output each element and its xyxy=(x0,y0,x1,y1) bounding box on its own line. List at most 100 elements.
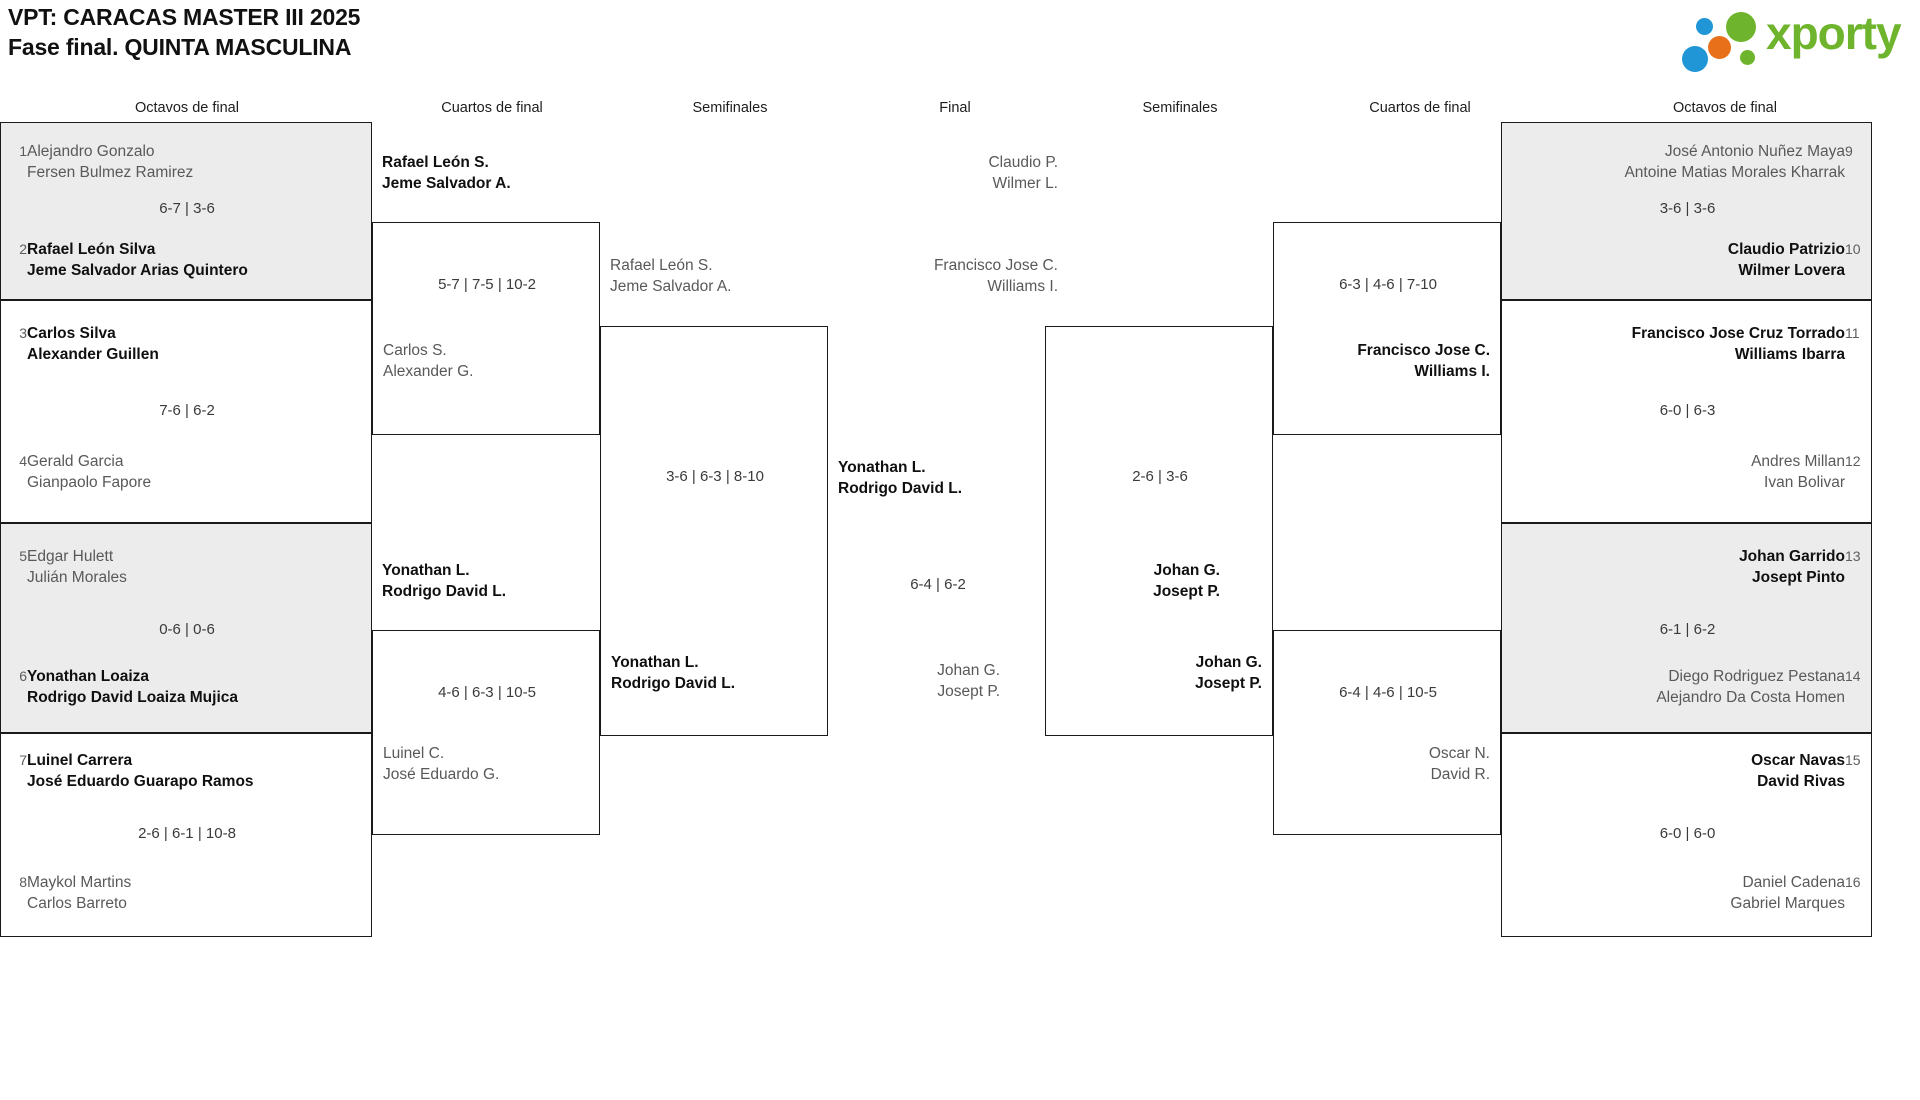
round-header-right-qf: Cuartos de final xyxy=(1369,100,1471,116)
team-names: Edgar Hulett Julián Morales xyxy=(27,548,127,586)
logo-dot-blue-large-icon xyxy=(1682,46,1708,72)
match-left-r16-2[interactable]: 3 Carlos Silva Alexander Guillen 7-6 | 6… xyxy=(0,300,372,523)
team-names: Francisco Jose Cruz Torrado Williams Iba… xyxy=(1631,325,1845,363)
qf-left-2-winner-label: Yonathan L. Rodrigo David L. xyxy=(382,562,506,600)
match-left-r16-3[interactable]: 5 Edgar Hulett Julián Morales 0-6 | 0-6 … xyxy=(0,523,372,733)
round-header-right-r16: Octavos de final xyxy=(1673,100,1777,116)
match-right-r16-1[interactable]: 9 José Antonio Nuñez Maya Antoine Matias… xyxy=(1501,122,1872,300)
team-seed-14: 14 Diego Rodriguez Pestana Alejandro Da … xyxy=(1656,666,1860,708)
team-seed-6: 6 Yonathan Loaiza Rodrigo David Loaiza M… xyxy=(19,666,238,708)
match-score: 6-0 | 6-0 xyxy=(1659,825,1716,842)
match-score: 5-7 | 7-5 | 10-2 xyxy=(438,276,536,293)
seed-number: 8 xyxy=(19,874,27,890)
sf-right-bottom-label: Johan G. Josept P. xyxy=(1195,654,1262,692)
team-names: Gerald Garcia Gianpaolo Fapore xyxy=(27,453,152,491)
match-score: 6-3 | 4-6 | 7-10 xyxy=(1339,276,1437,293)
team-seed-12: 12 Andres Millan Ivan Bolivar xyxy=(1751,451,1860,493)
match-right-r16-4[interactable]: 15 Oscar Navas David Rivas 6-0 | 6-0 16 … xyxy=(1501,733,1872,937)
team-seed-9: 9 José Antonio Nuñez Maya Antoine Matias… xyxy=(1624,141,1852,183)
match-right-sf[interactable]: 2-6 | 3-6 Johan G. Josept P. xyxy=(1045,326,1273,736)
team-seed-10: 10 Claudio Patrizio Wilmer Lovera xyxy=(1727,239,1861,281)
seed-number: 13 xyxy=(1845,548,1861,564)
sf-right-top-label: Francisco Jose C. Williams I. xyxy=(933,257,1058,295)
team-names: Johan Garrido Josept Pinto xyxy=(1739,548,1845,586)
seed-number: 7 xyxy=(19,752,27,768)
logo-dot-green-large-icon xyxy=(1726,12,1756,42)
team-seed-7: 7 Luinel Carrera José Eduardo Guarapo Ra… xyxy=(19,750,254,792)
team-seed-2: 2 Rafael León Silva Jeme Salvador Arias … xyxy=(19,239,248,281)
match-score: 2-6 | 6-1 | 10-8 xyxy=(138,825,236,842)
qf-left-1-loser-label: Carlos S. Alexander G. xyxy=(383,342,474,380)
round-header-left-r16: Octavos de final xyxy=(135,100,239,116)
team-names: Yonathan Loaiza Rodrigo David Loaiza Muj… xyxy=(27,668,238,706)
team-names: Claudio Patrizio Wilmer Lovera xyxy=(1727,241,1845,279)
logo-wordmark: xporty xyxy=(1766,7,1902,59)
round-header-final: Final xyxy=(939,100,971,116)
match-score: 6-4 | 4-6 | 10-5 xyxy=(1339,684,1437,701)
seed-number: 12 xyxy=(1845,453,1861,469)
team-seed-1: 1 Alejandro Gonzalo Fersen Bulmez Ramire… xyxy=(19,141,194,183)
team-seed-3: 3 Carlos Silva Alexander Guillen xyxy=(19,323,159,365)
seed-number: 15 xyxy=(1845,752,1861,768)
team-names: Luinel Carrera José Eduardo Guarapo Ramo… xyxy=(27,752,254,790)
match-score: 7-6 | 6-2 xyxy=(159,402,215,419)
logo-dot-blue-small-icon xyxy=(1696,18,1713,35)
seed-number: 11 xyxy=(1845,325,1860,341)
team-seed-15: 15 Oscar Navas David Rivas xyxy=(1751,750,1861,792)
qf-left-2-loser-label: Luinel C. José Eduardo G. xyxy=(383,745,500,783)
match-right-r16-2[interactable]: 11 Francisco Jose Cruz Torrado Williams … xyxy=(1501,300,1872,523)
seed-number: 2 xyxy=(19,241,27,257)
seed-number: 5 xyxy=(19,548,27,564)
team-names: Oscar Navas David Rivas xyxy=(1751,752,1845,790)
match-score: 6-0 | 6-3 xyxy=(1659,402,1716,419)
team-names: Daniel Cadena Gabriel Marques xyxy=(1730,874,1845,912)
final-bottom-label: Johan G. Josept P. xyxy=(937,662,1000,700)
tournament-subtitle: Fase final. QUINTA MASCULINA xyxy=(8,34,352,60)
seed-number: 9 xyxy=(1845,143,1853,159)
match-left-qf-2[interactable]: 4-6 | 6-3 | 10-5 Luinel C. José Eduardo … xyxy=(372,630,600,835)
match-score: 0-6 | 0-6 xyxy=(159,621,215,638)
match-right-r16-3[interactable]: 13 Johan Garrido Josept Pinto 6-1 | 6-2 … xyxy=(1501,523,1872,733)
match-score: 3-6 | 3-6 xyxy=(1659,200,1716,217)
team-seed-16: 16 Daniel Cadena Gabriel Marques xyxy=(1730,872,1860,914)
match-left-r16-4[interactable]: 7 Luinel Carrera José Eduardo Guarapo Ra… xyxy=(0,733,372,937)
seed-number: 14 xyxy=(1845,668,1861,684)
match-right-qf-2[interactable]: 6-4 | 4-6 | 10-5 Oscar N. David R. xyxy=(1273,630,1501,835)
page-title: VPT: CARACAS MASTER III 2025 Fase final.… xyxy=(8,2,360,62)
match-score: 4-6 | 6-3 | 10-5 xyxy=(438,684,536,701)
team-names: Diego Rodriguez Pestana Alejandro Da Cos… xyxy=(1656,668,1845,706)
sf-left-bottom-label: Yonathan L. Rodrigo David L. xyxy=(611,654,735,692)
xporty-logo: xporty xyxy=(1678,6,1910,72)
match-left-r16-1[interactable]: 1 Alejandro Gonzalo Fersen Bulmez Ramire… xyxy=(0,122,372,300)
team-names: Carlos Silva Alexander Guillen xyxy=(27,325,159,363)
seed-number: 6 xyxy=(19,668,27,684)
team-names: Alejandro Gonzalo Fersen Bulmez Ramirez xyxy=(27,143,194,181)
match-score: 2-6 | 3-6 xyxy=(1132,468,1188,485)
match-left-sf[interactable]: 3-6 | 6-3 | 8-10 Yonathan L. Rodrigo Dav… xyxy=(600,326,828,736)
team-seed-5: 5 Edgar Hulett Julián Morales xyxy=(19,546,127,588)
seed-number: 3 xyxy=(19,325,27,341)
team-seed-13: 13 Johan Garrido Josept Pinto xyxy=(1739,546,1861,588)
qf-right-2-top-label: Johan G. Josept P. xyxy=(1153,562,1220,600)
seed-number: 4 xyxy=(19,453,27,469)
round-header-right-sf: Semifinales xyxy=(1142,100,1218,116)
match-left-qf-1[interactable]: 5-7 | 7-5 | 10-2 Carlos S. Alexander G. xyxy=(372,222,600,435)
final-top-label: Yonathan L. Rodrigo David L. xyxy=(838,459,962,497)
qf-left-1-winner-label: Rafael León S. Jeme Salvador A. xyxy=(382,154,511,192)
logo-dot-orange-icon xyxy=(1708,36,1731,59)
team-seed-4: 4 Gerald Garcia Gianpaolo Fapore xyxy=(19,451,152,493)
team-names: Maykol Martins Carlos Barreto xyxy=(27,874,132,912)
team-names: José Antonio Nuñez Maya Antoine Matias M… xyxy=(1624,143,1845,181)
final-score: 6-4 | 6-2 xyxy=(910,576,966,593)
seed-number: 1 xyxy=(19,143,27,159)
round-header-left-qf: Cuartos de final xyxy=(441,100,543,116)
qf-right-2-bottom-label: Oscar N. David R. xyxy=(1428,745,1490,783)
team-names: Andres Millan Ivan Bolivar xyxy=(1751,453,1845,491)
qf-right-1-bottom-label: Francisco Jose C. Williams I. xyxy=(1357,342,1490,380)
team-names: Rafael León Silva Jeme Salvador Arias Qu… xyxy=(27,241,248,279)
sf-left-top-label: Rafael León S. Jeme Salvador A. xyxy=(610,257,732,295)
match-score: 6-7 | 3-6 xyxy=(159,200,215,217)
seed-number: 16 xyxy=(1845,874,1861,890)
match-right-qf-1[interactable]: 6-3 | 4-6 | 7-10 Francisco Jose C. Willi… xyxy=(1273,222,1501,435)
